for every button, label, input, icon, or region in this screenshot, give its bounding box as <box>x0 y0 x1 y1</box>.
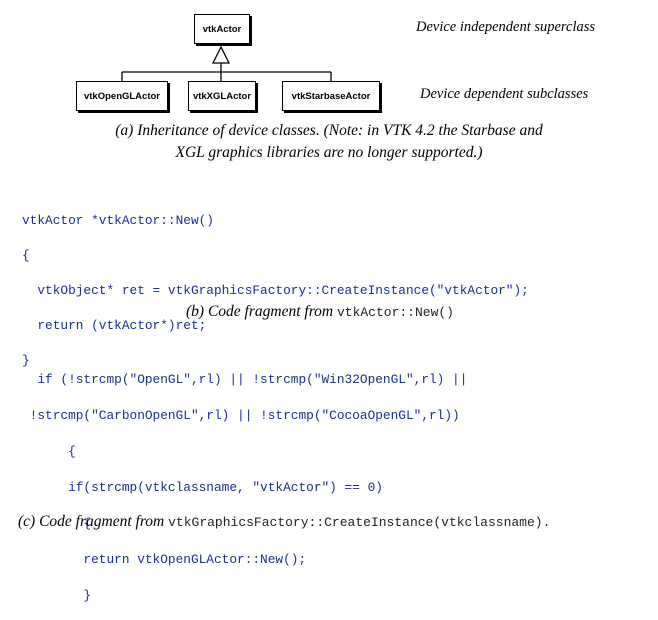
code-line: vtkObject* ret = vtkGraphicsFactory::Cre… <box>22 283 529 298</box>
inheritance-arrow-head <box>211 45 231 64</box>
code-line: if(strcmp(vtkclassname, "vtkActor") == 0… <box>22 480 383 495</box>
code-line: return vtkOpenGLActor::New(); <box>22 552 307 567</box>
code-block-b: vtkActor *vtkActor::New() { vtkObject* r… <box>22 197 529 385</box>
code-line: !strcmp("CarbonOpenGL",rl) || !strcmp("C… <box>22 408 460 423</box>
superclass-box: vtkActor <box>194 14 250 44</box>
code-line: vtkActor *vtkActor::New() <box>22 213 214 228</box>
subclass-label: vtkXGLActor <box>192 90 252 102</box>
superclass-label: vtkActor <box>202 23 242 35</box>
inheritance-connectors <box>121 45 332 81</box>
caption-b-code: vtkActor::New() <box>336 305 454 320</box>
code-line: { <box>22 516 92 531</box>
subclass-description: Device dependent subclasses <box>420 86 589 102</box>
caption-c-code: vtkGraphicsFactory::CreateInstance(vtkcl… <box>168 515 551 530</box>
caption-c-text: (c) Code fragment from <box>18 513 169 530</box>
subclass-label: vtkStarbaseActor <box>291 90 371 102</box>
caption-b: (b) Code fragment from vtkActor::New() <box>186 303 454 321</box>
subclass-box-opengl: vtkOpenGLActor <box>76 81 168 111</box>
caption-b-text: (b) Code fragment from <box>186 303 337 320</box>
subclass-box-starbase: vtkStarbaseActor <box>282 81 380 111</box>
caption-a-line2: XGL graphics libraries are no longer sup… <box>175 144 483 161</box>
subclass-box-xgl: vtkXGLActor <box>188 81 256 111</box>
code-line: return (vtkActor*)ret; <box>22 318 207 333</box>
code-line: } <box>22 588 92 603</box>
code-line: { <box>22 444 76 459</box>
superclass-description: Device independent superclass <box>416 19 596 35</box>
caption-c: (c) Code fragment from vtkGraphicsFactor… <box>18 513 550 531</box>
code-line: } <box>22 353 30 368</box>
code-line: if (!strcmp("OpenGL",rl) || !strcmp("Win… <box>22 372 468 387</box>
subclass-label: vtkOpenGLActor <box>83 90 160 102</box>
code-block-c: if (!strcmp("OpenGL",rl) || !strcmp("Win… <box>22 356 468 620</box>
caption-a-line1: (a) Inheritance of device classes. (Note… <box>115 122 543 139</box>
code-line: { <box>22 248 30 263</box>
